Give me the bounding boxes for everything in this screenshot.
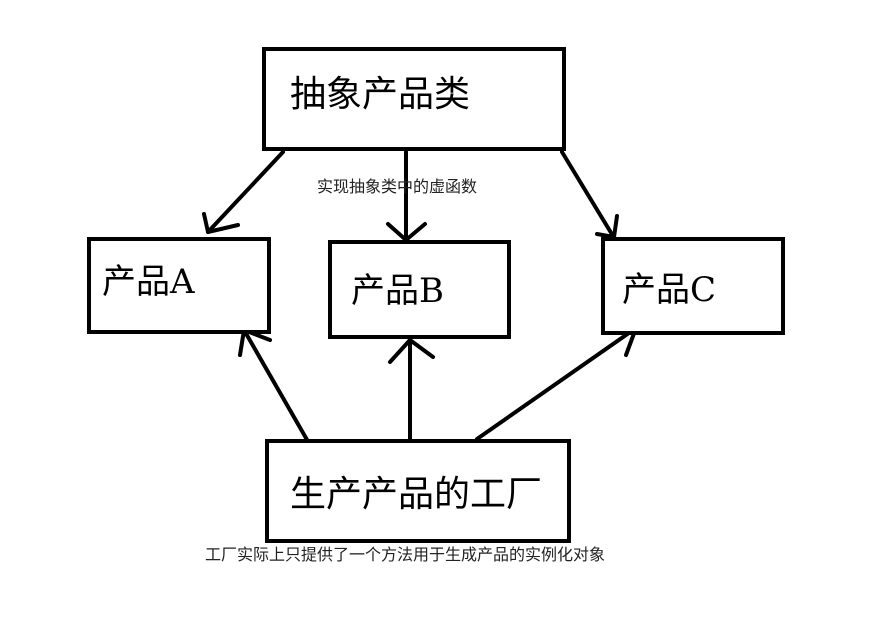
arrow-abstract-to-product-c <box>560 150 619 239</box>
abstract-product-label: 抽象产品类 <box>290 74 471 115</box>
product-a-label: 产品A <box>102 262 195 302</box>
product-b-box: 产品B <box>328 240 511 339</box>
factory-note: 工厂实际上只提供了一个方法用于生成产品的实例化对象 <box>205 545 606 564</box>
product-a-box: 产品A <box>87 237 271 334</box>
abstract-product-box: 抽象产品类 <box>262 47 566 151</box>
arrow-abstract-to-product-a <box>202 150 285 234</box>
factory-box: 生产产品的工厂 <box>265 439 571 543</box>
product-c-box: 产品C <box>601 237 785 335</box>
product-c-label: 产品C <box>622 270 717 310</box>
arrow-factory-to-product-a <box>238 328 312 447</box>
arrow-factory-to-product-b <box>388 338 435 441</box>
arrow-abstract-to-product-b <box>386 150 427 242</box>
factory-label: 生产产品的工厂 <box>290 474 543 515</box>
arrow-factory-to-product-c <box>475 326 638 441</box>
product-b-label: 产品B <box>351 271 444 311</box>
virtual-function-note: 实现抽象类中的虚函数 <box>317 177 478 196</box>
